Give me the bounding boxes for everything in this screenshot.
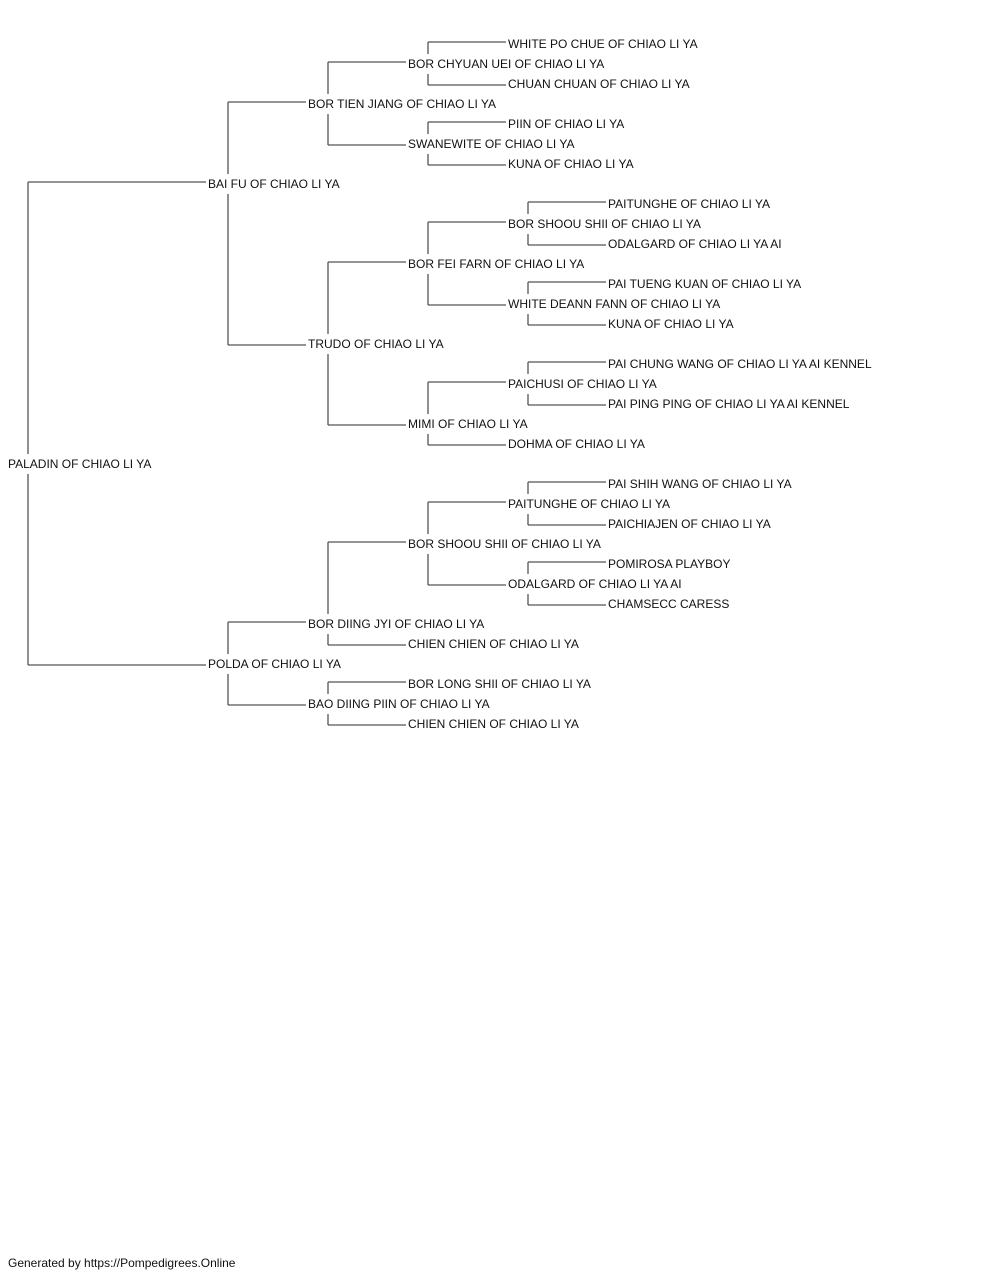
pedigree-node-trudo-of-chiao-li-ya: TRUDO OF CHIAO LI YA <box>308 337 444 351</box>
pedigree-node-polda-of-chiao-li-ya: POLDA OF CHIAO LI YA <box>208 657 341 671</box>
pedigree-node-paichusi-of-chiao-li-ya: PAICHUSI OF CHIAO LI YA <box>508 377 657 391</box>
pedigree-node-piin-of-chiao-li-ya: PIIN OF CHIAO LI YA <box>508 117 624 131</box>
pedigree-node-chien-chien-of-chiao-li-ya: CHIEN CHIEN OF CHIAO LI YA <box>408 637 579 651</box>
pedigree-node-kuna-of-chiao-li-ya: KUNA OF CHIAO LI YA <box>508 157 634 171</box>
pedigree-node-bor-tien-jiang-of-chiao-li-ya: BOR TIEN JIANG OF CHIAO LI YA <box>308 97 496 111</box>
pedigree-node-pai-ping-ping-of-chiao-li-ya-ai-kennel: PAI PING PING OF CHIAO LI YA AI KENNEL <box>608 397 850 411</box>
pedigree-node-chuan-chuan-of-chiao-li-ya: CHUAN CHUAN OF CHIAO LI YA <box>508 77 690 91</box>
pedigree-node-bor-long-shii-of-chiao-li-ya: BOR LONG SHII OF CHIAO LI YA <box>408 677 591 691</box>
pedigree-node-pai-shih-wang-of-chiao-li-ya: PAI SHIH WANG OF CHIAO LI YA <box>608 477 792 491</box>
pedigree-node-paichiajen-of-chiao-li-ya: PAICHIAJEN OF CHIAO LI YA <box>608 517 771 531</box>
pedigree-node-bor-chyuan-uei-of-chiao-li-ya: BOR CHYUAN UEI OF CHIAO LI YA <box>408 57 604 71</box>
pedigree-node-mimi-of-chiao-li-ya: MIMI OF CHIAO LI YA <box>408 417 528 431</box>
pedigree-node-kuna-of-chiao-li-ya: KUNA OF CHIAO LI YA <box>608 317 734 331</box>
pedigree-node-swanewite-of-chiao-li-ya: SWANEWITE OF CHIAO LI YA <box>408 137 574 151</box>
pedigree-node-bai-fu-of-chiao-li-ya: BAI FU OF CHIAO LI YA <box>208 177 340 191</box>
pedigree-node-white-po-chue-of-chiao-li-ya: WHITE PO CHUE OF CHIAO LI YA <box>508 37 698 51</box>
pedigree-node-bor-shoou-shii-of-chiao-li-ya: BOR SHOOU SHII OF CHIAO LI YA <box>508 217 701 231</box>
footer-credit: Generated by https://Pompedigrees.Online <box>8 1256 236 1270</box>
pedigree-node-paladin-of-chiao-li-ya: PALADIN OF CHIAO LI YA <box>8 457 151 471</box>
pedigree-node-white-deann-fann-of-chiao-li-ya: WHITE DEANN FANN OF CHIAO LI YA <box>508 297 720 311</box>
pedigree-node-dohma-of-chiao-li-ya: DOHMA OF CHIAO LI YA <box>508 437 645 451</box>
pedigree-node-chien-chien-of-chiao-li-ya: CHIEN CHIEN OF CHIAO LI YA <box>408 717 579 731</box>
pedigree-node-bor-fei-farn-of-chiao-li-ya: BOR FEI FARN OF CHIAO LI YA <box>408 257 584 271</box>
pedigree-node-odalgard-of-chiao-li-ya-ai: ODALGARD OF CHIAO LI YA AI <box>608 237 782 251</box>
pedigree-node-pomirosa-playboy: POMIROSA PLAYBOY <box>608 557 730 571</box>
pedigree-node-pai-tueng-kuan-of-chiao-li-ya: PAI TUENG KUAN OF CHIAO LI YA <box>608 277 801 291</box>
pedigree-node-paitunghe-of-chiao-li-ya: PAITUNGHE OF CHIAO LI YA <box>508 497 670 511</box>
pedigree-node-bao-diing-piin-of-chiao-li-ya: BAO DIING PIIN OF CHIAO LI YA <box>308 697 490 711</box>
pedigree-node-pai-chung-wang-of-chiao-li-ya-ai-kennel: PAI CHUNG WANG OF CHIAO LI YA AI KENNEL <box>608 357 872 371</box>
pedigree-node-bor-shoou-shii-of-chiao-li-ya: BOR SHOOU SHII OF CHIAO LI YA <box>408 537 601 551</box>
pedigree-node-paitunghe-of-chiao-li-ya: PAITUNGHE OF CHIAO LI YA <box>608 197 770 211</box>
pedigree-node-chamsecc-caress: CHAMSECC CARESS <box>608 597 729 611</box>
pedigree-node-bor-diing-jyi-of-chiao-li-ya: BOR DIING JYI OF CHIAO LI YA <box>308 617 484 631</box>
pedigree-node-odalgard-of-chiao-li-ya-ai: ODALGARD OF CHIAO LI YA AI <box>508 577 682 591</box>
